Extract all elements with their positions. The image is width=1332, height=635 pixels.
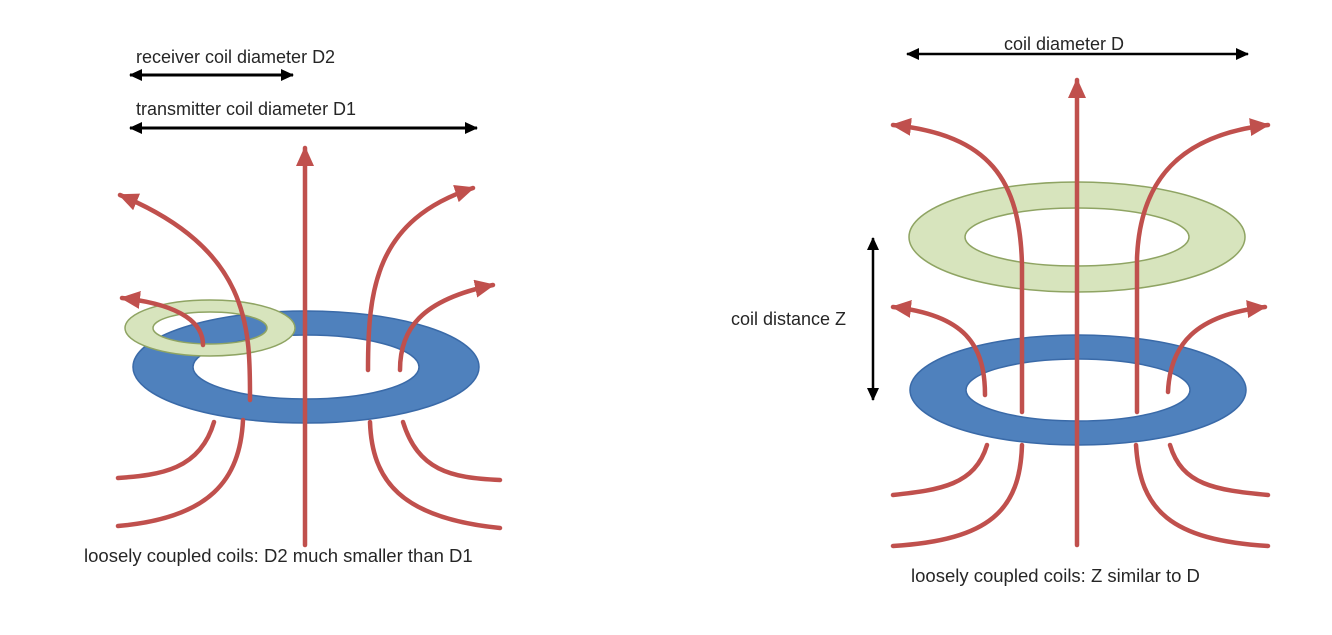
field-line	[890, 442, 1025, 549]
receiver-diameter-label: receiver coil diameter D2	[136, 47, 336, 67]
right-figure	[867, 48, 1271, 549]
field-line	[1167, 442, 1271, 498]
field-line	[1134, 118, 1271, 415]
upper-coil	[908, 181, 1246, 293]
right-field-lines	[890, 77, 1271, 549]
right-caption: loosely coupled coils: Z similar to D	[911, 565, 1200, 586]
lower-coil	[909, 334, 1247, 446]
left-figure	[115, 69, 503, 548]
field-line	[890, 442, 990, 498]
coil-distance-label: coil distance Z	[731, 309, 847, 329]
field-line	[1165, 300, 1268, 395]
field-line	[117, 192, 253, 403]
transmitter-diameter-label: transmitter coil diameter D1	[136, 99, 357, 119]
field-line	[400, 419, 503, 483]
left-field-lines	[115, 145, 503, 548]
field-line	[115, 417, 246, 529]
left-caption: loosely coupled coils: D2 much smaller t…	[84, 545, 473, 566]
field-line	[119, 291, 206, 348]
field-line	[365, 185, 476, 373]
field-line	[397, 279, 496, 373]
field-line	[115, 419, 217, 481]
field-line	[890, 117, 1025, 415]
coil-diameter-label: coil diameter D	[1004, 34, 1125, 54]
field-line	[367, 419, 503, 531]
field-line	[890, 300, 988, 398]
field-line	[1133, 442, 1271, 549]
